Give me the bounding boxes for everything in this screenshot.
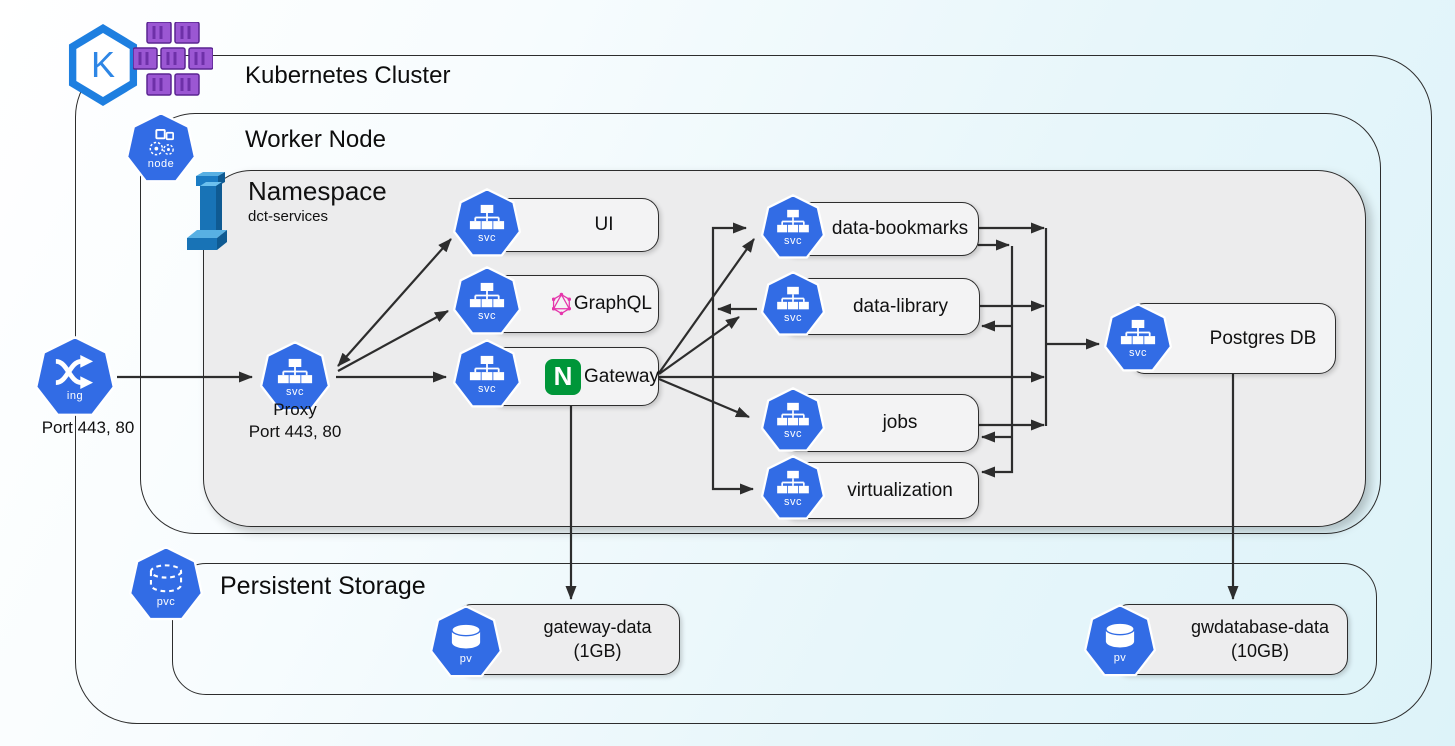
- service-data-bookmarks-label: data-bookmarks: [831, 218, 969, 239]
- node-icon: node: [125, 112, 197, 183]
- svc-icon: svc: [760, 387, 826, 452]
- svc-icon: svc: [760, 194, 826, 259]
- svc-icon: svc: [760, 271, 826, 336]
- svc-icon: svc: [1103, 303, 1173, 372]
- pv-icon: pv: [1083, 604, 1157, 677]
- container-cluster-icon: [133, 22, 213, 96]
- cluster-title: Kubernetes Cluster: [245, 62, 451, 89]
- service-gateway: N Gateway: [487, 347, 659, 406]
- service-jobs-label: jobs: [882, 412, 918, 433]
- nginx-logo-icon: N: [545, 358, 582, 395]
- service-graphql-label: GraphQL: [573, 293, 652, 314]
- service-virtualization-label: virtualization: [847, 479, 953, 501]
- pvc-icon-label: pvc: [156, 595, 176, 608]
- service-ui-label: UI: [594, 214, 614, 235]
- proxy-caption: Port 443, 80: [248, 422, 342, 441]
- service-gateway-label: Gateway: [584, 365, 659, 387]
- svc-icon: svc: [452, 188, 522, 257]
- svc-icon: svc: [760, 455, 826, 520]
- volume-gwdatabase-data-name: gwdatabase-data: [1190, 617, 1330, 638]
- svc-icon: svc: [452, 339, 522, 408]
- volume-gwdatabase-data: gwdatabase-data (10GB): [1112, 604, 1348, 675]
- volume-gwdatabase-data-size: (10GB): [1230, 640, 1290, 661]
- service-data-library-label: data-library: [852, 295, 949, 317]
- service-postgres-label: Postgres DB: [1209, 327, 1317, 349]
- ingress-caption: Port 443, 80: [41, 418, 135, 437]
- namespace-pillar-icon: [187, 172, 227, 250]
- persistent-storage-title: Persistent Storage: [220, 572, 426, 600]
- ingress-icon-label: ing: [66, 389, 84, 402]
- svc-icon-label: svc: [286, 386, 304, 398]
- persistent-storage-boundary: [172, 563, 1377, 695]
- graphql-logo-icon: [552, 292, 571, 316]
- worker-node-title: Worker Node: [245, 126, 386, 153]
- ingress-icon: ing: [35, 336, 115, 416]
- volume-gateway-data-name: gateway-data: [543, 617, 652, 638]
- pvc-icon: pvc: [128, 546, 204, 621]
- node-icon-label: node: [147, 157, 175, 170]
- kubernetes-logo-letter: K: [76, 33, 130, 97]
- namespace-subtitle: dct-services: [248, 208, 329, 226]
- namespace-title: Namespace: [248, 176, 387, 206]
- proxy-name: Proxy: [273, 400, 317, 419]
- worker-node-boundary: [140, 113, 1381, 534]
- proxy-svc-icon: svc: [259, 341, 331, 412]
- svc-icon: svc: [452, 266, 522, 335]
- volume-gateway-data-size: (1GB): [573, 640, 622, 661]
- pv-icon-label: pv: [459, 652, 473, 665]
- pv-icon: pv: [429, 605, 503, 678]
- namespace-title-block: Namespace dct-services: [248, 176, 387, 226]
